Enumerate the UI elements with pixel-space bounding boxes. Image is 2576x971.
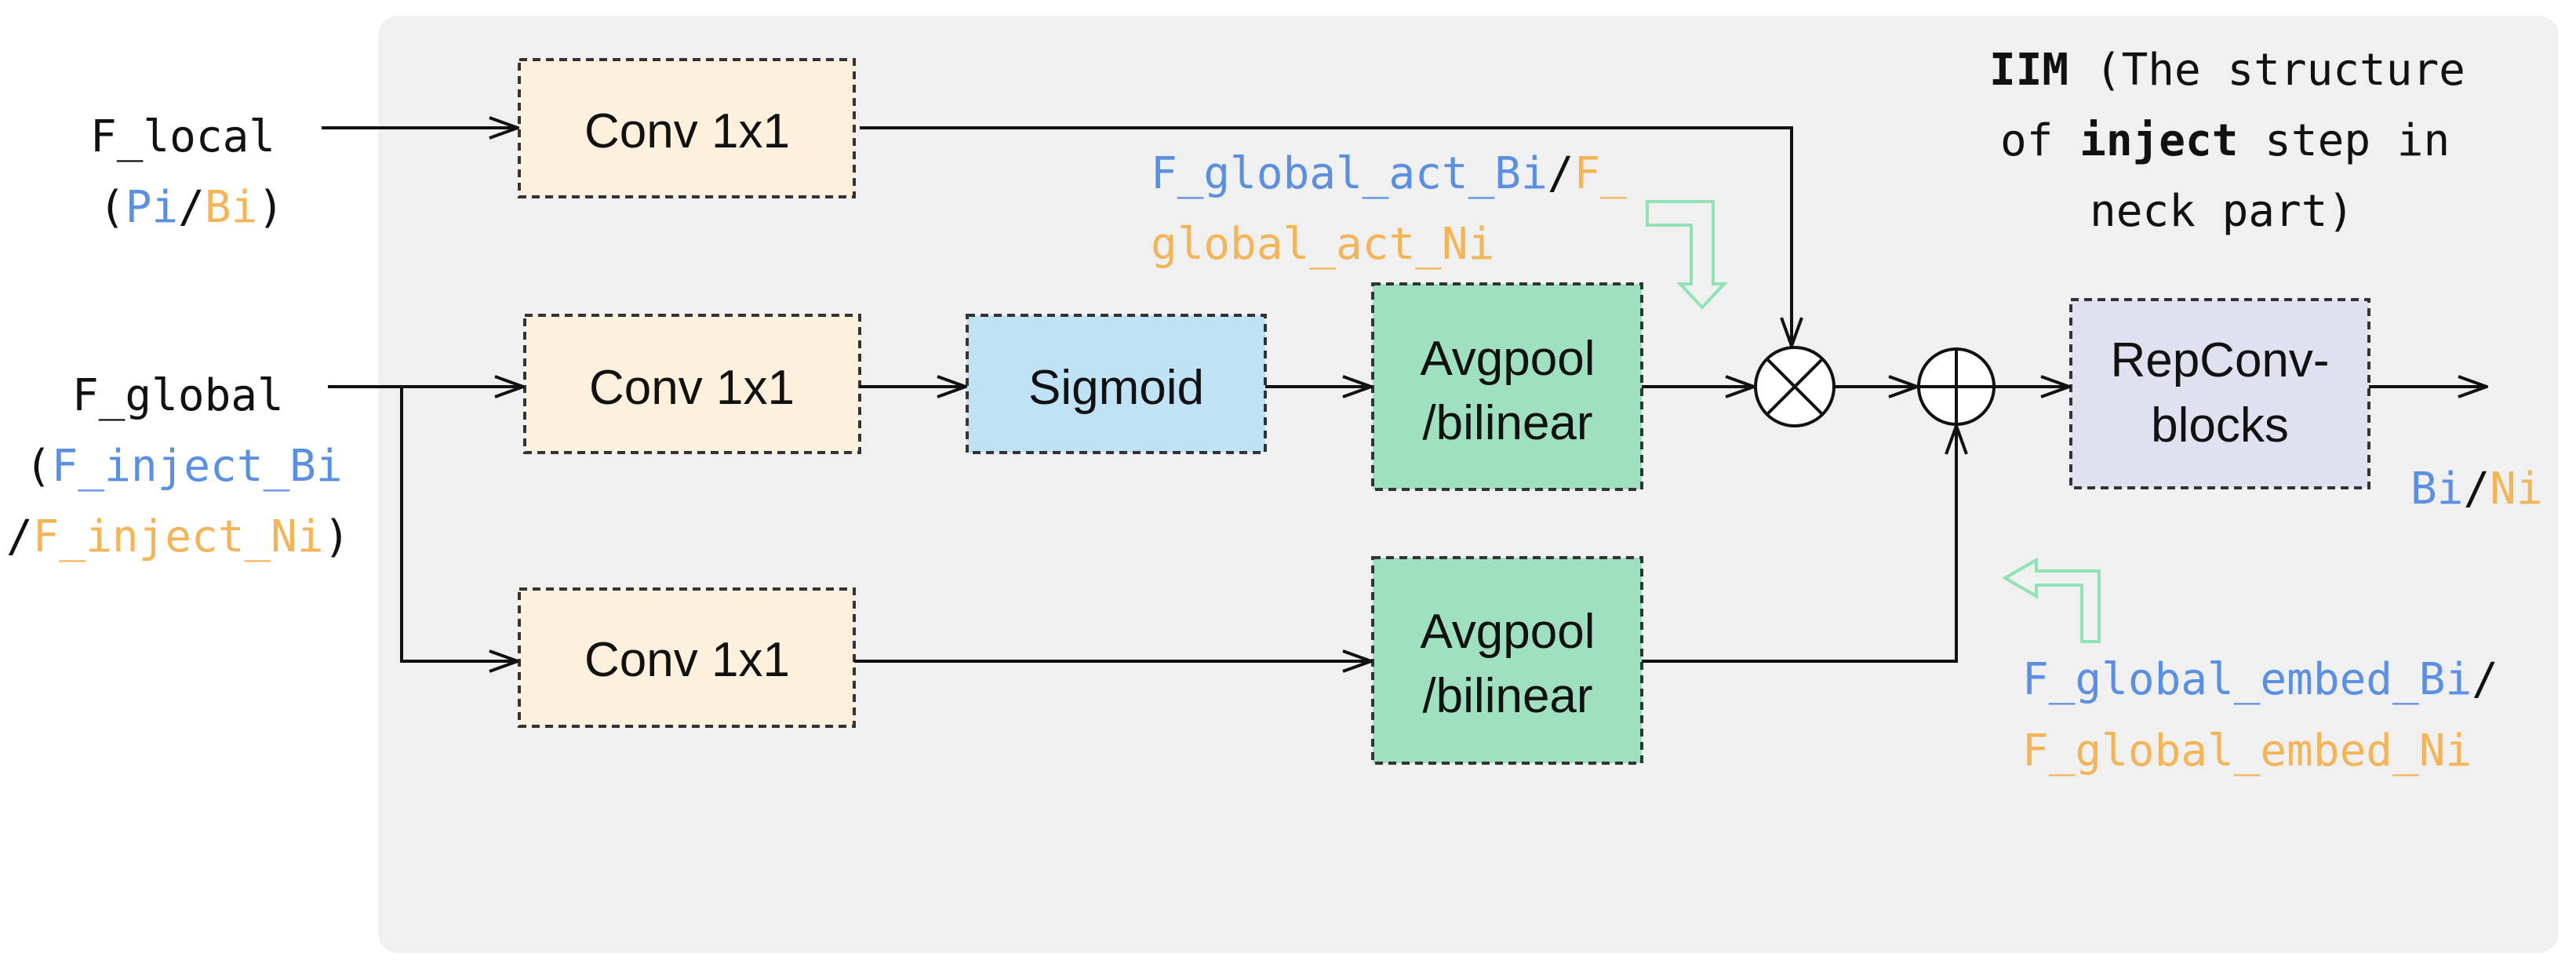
f-global-sub-2: /F_inject_Ni)	[6, 511, 350, 562]
title-line-1: IIM (The structure	[1989, 45, 2465, 96]
hollow-arrow-icon	[1646, 200, 1728, 310]
conv-top-block: Conv 1x1	[518, 58, 856, 198]
avgpool-mid-block: Avgpool /bilinear	[1371, 282, 1643, 491]
avgpool-bot-block: Avgpool /bilinear	[1371, 556, 1643, 765]
f-local-sub: (Pi/Bi)	[99, 182, 284, 233]
conv-bot-block: Conv 1x1	[518, 587, 856, 728]
avgpool-bot-label-2: /bilinear	[1422, 669, 1592, 723]
sigmoid-block: Sigmoid	[966, 314, 1267, 454]
avgpool-mid-label-1: Avgpool	[1421, 332, 1595, 386]
avgpool-bot-label-1: Avgpool	[1421, 605, 1595, 659]
conv-top-label: Conv 1x1	[584, 104, 790, 158]
repconv-label-2: blocks	[2151, 398, 2289, 453]
act-label-1: F_global_act_Bi/F_	[1151, 148, 1627, 199]
sigmoid-label: Sigmoid	[1028, 361, 1204, 415]
add-icon	[1917, 347, 1996, 426]
repconv-label-1: RepConv-	[2110, 333, 2329, 387]
conv-mid-label: Conv 1x1	[589, 361, 795, 415]
arrow-avgpool-bot-to-add	[1642, 426, 1956, 663]
repconv-block: RepConv- blocks	[2069, 298, 2370, 489]
f-global-sub-1: (F_inject_Bi	[25, 441, 343, 492]
arrow-global-to-conv-bot	[400, 387, 518, 661]
output-label: Bi/Ni	[2410, 464, 2543, 515]
hollow-arrow-icon	[2001, 557, 2101, 643]
conv-bot-label: Conv 1x1	[584, 633, 790, 687]
title-line-3: neck part)	[2090, 186, 2354, 237]
f-global-label: F_global	[72, 370, 284, 421]
multiply-icon	[1754, 346, 1836, 427]
title-line-2: of inject step in	[2000, 115, 2450, 166]
embed-label-1: F_global_embed_Bi/	[2022, 654, 2498, 705]
embed-label-2: F_global_embed_Ni	[2022, 726, 2472, 776]
act-label-2: global_act_Ni	[1151, 219, 1494, 270]
arrow-conv-top-to-multiply	[860, 126, 1792, 346]
conv-mid-block: Conv 1x1	[523, 314, 861, 454]
f-local-label: F_local	[90, 111, 275, 162]
avgpool-mid-label-2: /bilinear	[1422, 396, 1592, 450]
